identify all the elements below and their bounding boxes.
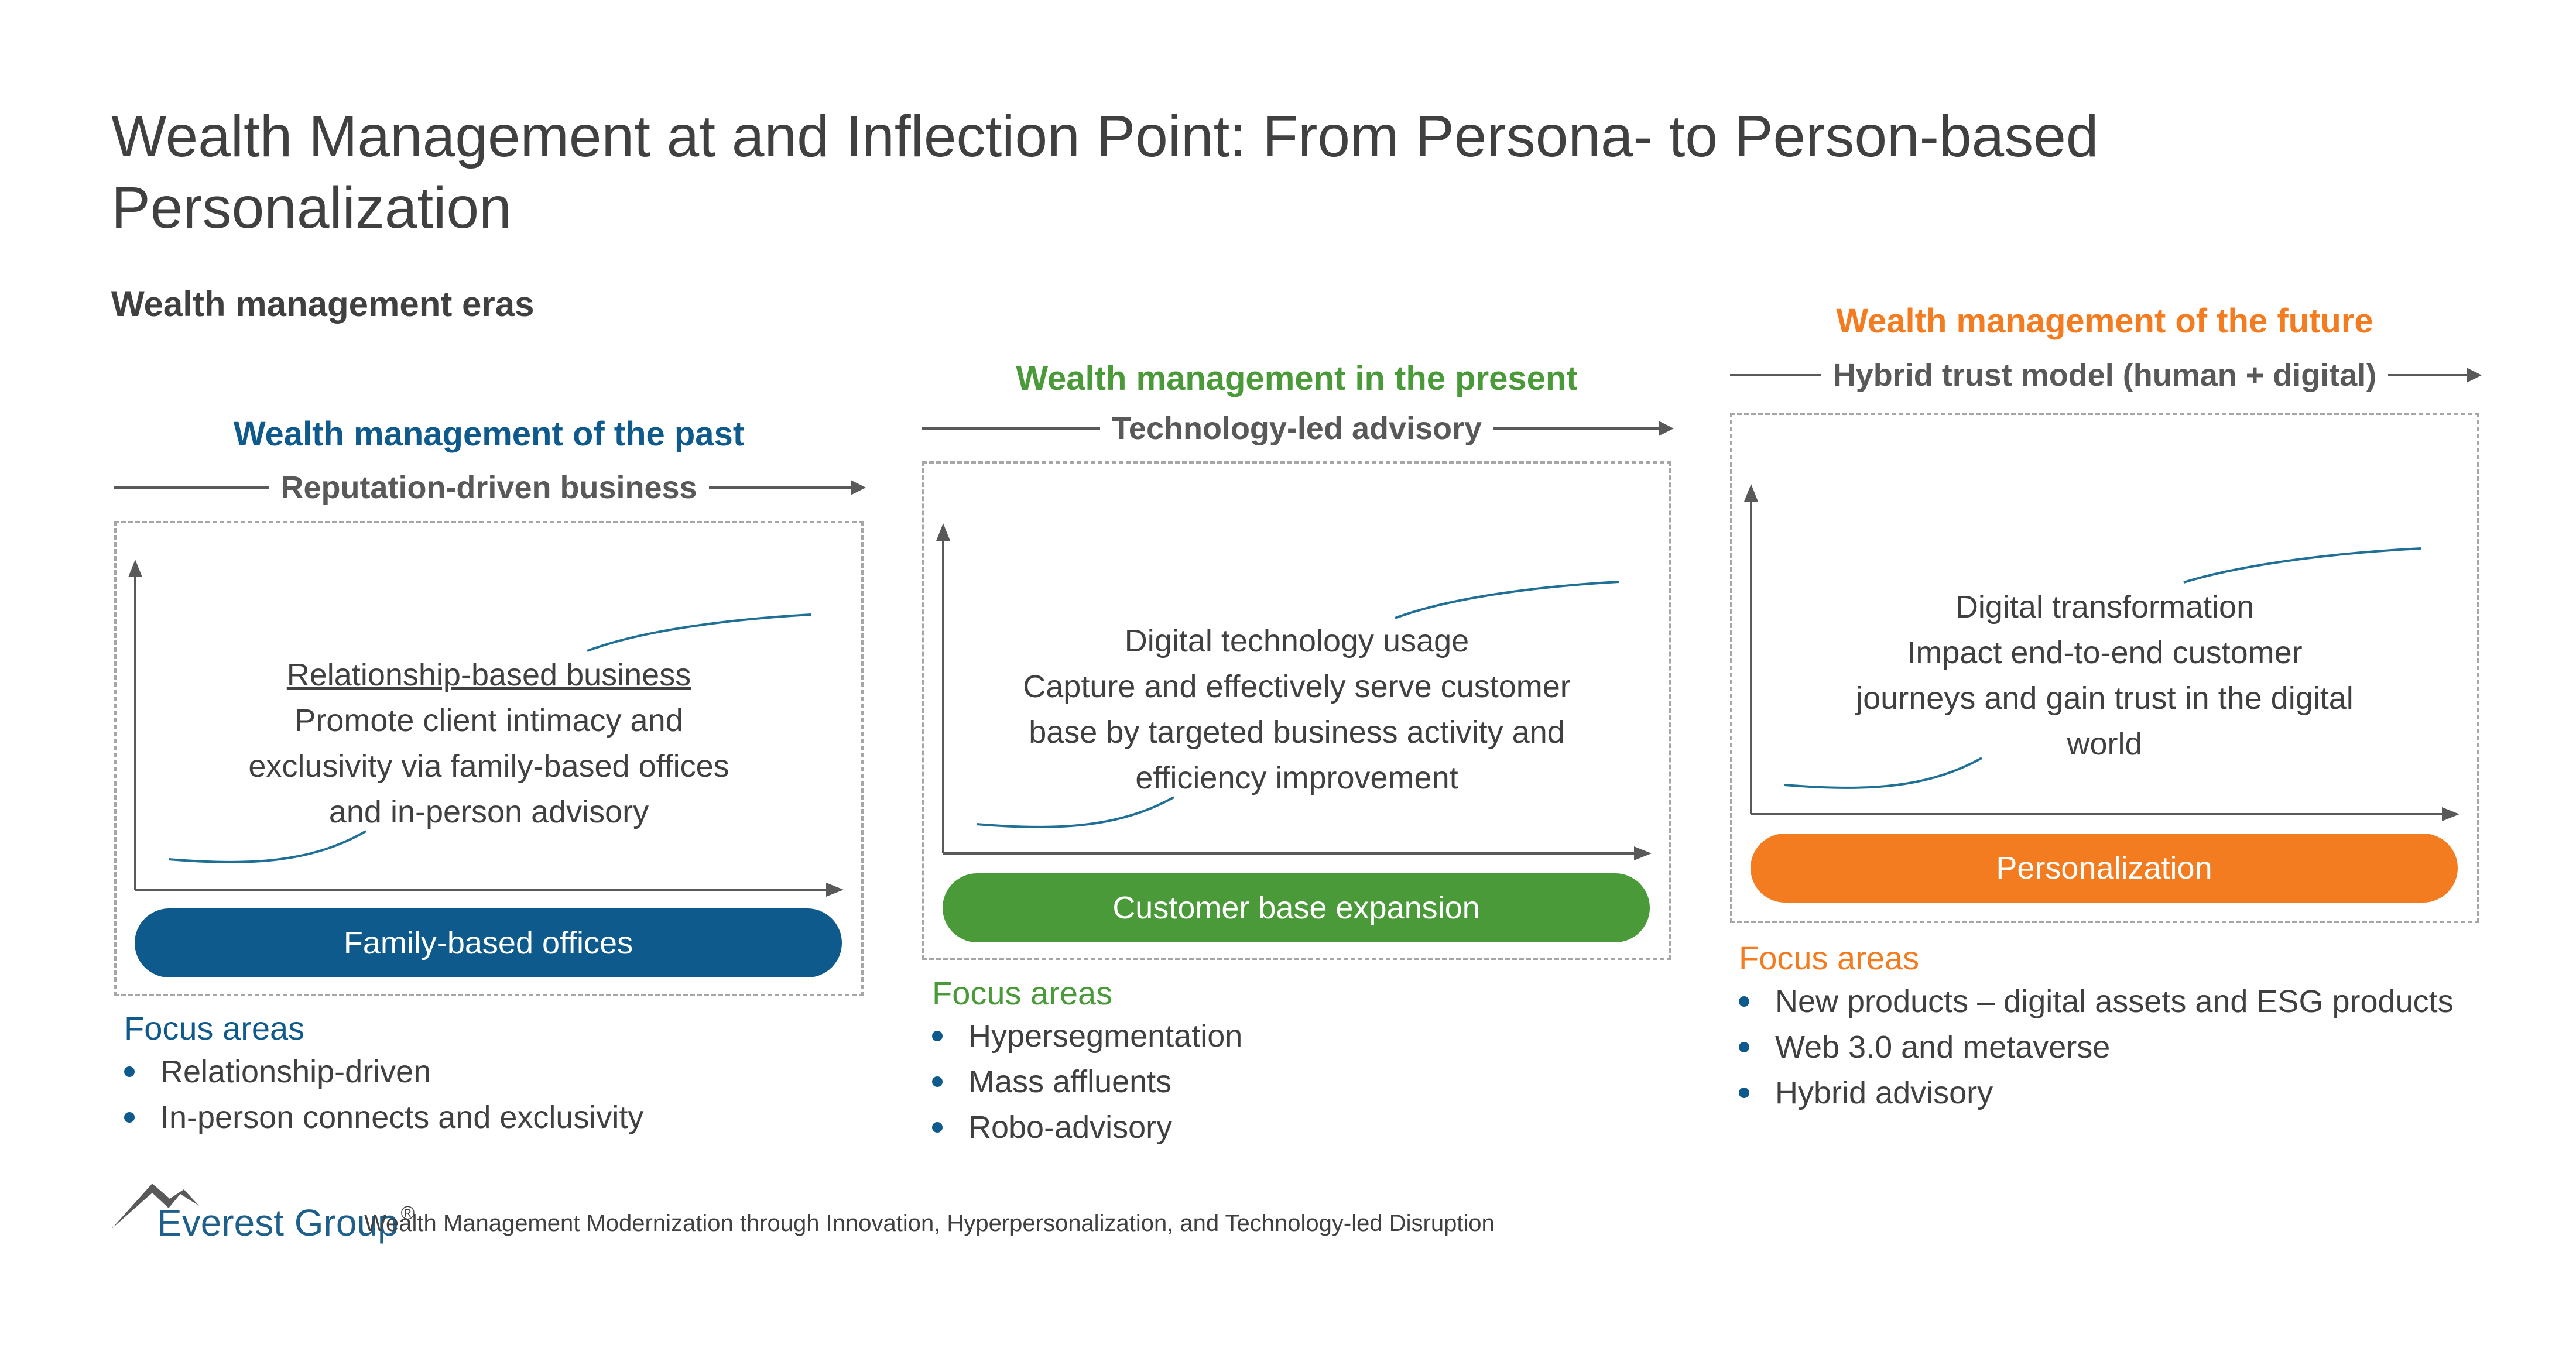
list-item: Web 3.0 and metaverse — [1739, 1024, 2454, 1070]
era-present-title: Wealth management in the present — [1016, 359, 1578, 397]
era-past-description: Relationship-based business Promote clie… — [220, 652, 758, 835]
list-item: Relationship-driven — [124, 1049, 643, 1095]
era-present-arrow-label: Technology-led advisory — [1111, 411, 1482, 446]
section-subtitle: Wealth management eras — [111, 284, 535, 324]
arrow-line-right — [708, 480, 866, 495]
era-present-box — [922, 461, 1671, 960]
bullet-icon — [1739, 1042, 1749, 1052]
y-axis-arrowhead — [128, 560, 142, 577]
growth-curve-high — [1395, 581, 1619, 619]
footer-report-title: Wealth Management Modernization through … — [364, 1210, 1495, 1236]
everest-logo-icon — [111, 1184, 199, 1229]
era-present-arrow: Technology-led advisory — [922, 410, 1674, 447]
growth-curve-low — [1784, 757, 1982, 789]
arrow-line-left — [1730, 374, 1821, 376]
era-future-focus-list: New products – digital assets and ESG pr… — [1739, 979, 2454, 1116]
bullet-icon — [124, 1112, 135, 1123]
bullet-icon — [1739, 1088, 1749, 1098]
list-item: Hypersegmentation — [932, 1013, 1242, 1059]
bullet-icon — [932, 1076, 943, 1087]
era-past-title: Wealth management of the past — [233, 415, 745, 453]
era-past-focus-title: Focus areas — [124, 1010, 305, 1047]
era-future-title: Wealth management of the future — [1836, 302, 2373, 340]
era-future-description: Digital transformation Impact end-to-end… — [1853, 584, 2356, 767]
era-future-heading: Digital transformation — [1955, 589, 2255, 625]
arrow-line-right — [1493, 421, 1674, 436]
era-present-body: Capture and effectively serve customer b… — [1023, 669, 1571, 795]
era-future-focus-title: Focus areas — [1739, 939, 1920, 976]
bullet-icon — [124, 1066, 135, 1077]
arrow-line-right — [2388, 368, 2482, 383]
era-present-chart — [936, 523, 1652, 860]
era-past-focus-list: Relationship-driven In-person connects a… — [124, 1049, 643, 1140]
logo-text: Everest Group — [157, 1202, 399, 1244]
growth-curve-low — [976, 796, 1174, 828]
arrow-line-left — [922, 427, 1100, 430]
era-past-heading: Relationship-based business — [286, 657, 691, 692]
x-axis-arrowhead — [1634, 846, 1652, 860]
era-present-heading: Digital technology usage — [1124, 623, 1469, 658]
list-item: New products – digital assets and ESG pr… — [1739, 979, 2454, 1024]
era-present-pill: Customer base expansion — [943, 873, 1650, 942]
era-present-focus-title: Focus areas — [932, 975, 1113, 1011]
bullet-icon — [1739, 996, 1749, 1007]
registered-mark: ® — [400, 1202, 415, 1223]
arrow-line-left — [114, 486, 269, 489]
footer-logo: Everest Group ® — [157, 1201, 415, 1244]
era-past-body: Promote client intimacy and exclusivity … — [248, 703, 729, 829]
era-past-box — [114, 521, 864, 996]
era-past-arrow-label: Reputation-driven business — [280, 470, 697, 505]
era-past-pill: Family-based offices — [135, 908, 842, 977]
growth-curve-high — [2183, 547, 2421, 584]
list-item: Hybrid advisory — [1739, 1070, 2454, 1116]
list-item: Robo-advisory — [932, 1105, 1242, 1150]
era-past-chart — [128, 560, 844, 897]
x-axis-arrowhead — [2442, 807, 2459, 821]
era-past-arrow: Reputation-driven business — [114, 469, 866, 506]
growth-curve-low — [168, 830, 366, 863]
growth-curve-high — [587, 613, 811, 652]
era-future-arrow-label: Hybrid trust model (human + digital) — [1832, 358, 2377, 393]
list-item: In-person connects and exclusivity — [124, 1095, 643, 1140]
bullet-icon — [932, 1031, 943, 1041]
era-future-box — [1730, 413, 2479, 923]
era-future-chart — [1744, 484, 2459, 821]
era-present-description: Digital technology usage Capture and eff… — [1007, 618, 1587, 801]
y-axis-arrowhead — [1744, 484, 1758, 502]
era-future-arrow: Hybrid trust model (human + digital) — [1730, 357, 2482, 393]
era-future-body: Impact end-to-end customer journeys and … — [1856, 635, 2354, 762]
page-title: Wealth Management at and Inflection Poin… — [111, 104, 2099, 241]
bullet-icon — [932, 1122, 943, 1133]
era-present-focus-list: Hypersegmentation Mass affluents Robo-ad… — [932, 1013, 1242, 1150]
list-item: Mass affluents — [932, 1059, 1242, 1105]
x-axis-arrowhead — [826, 883, 844, 897]
y-axis-arrowhead — [936, 523, 950, 541]
era-future-pill: Personalization — [1751, 834, 2458, 903]
